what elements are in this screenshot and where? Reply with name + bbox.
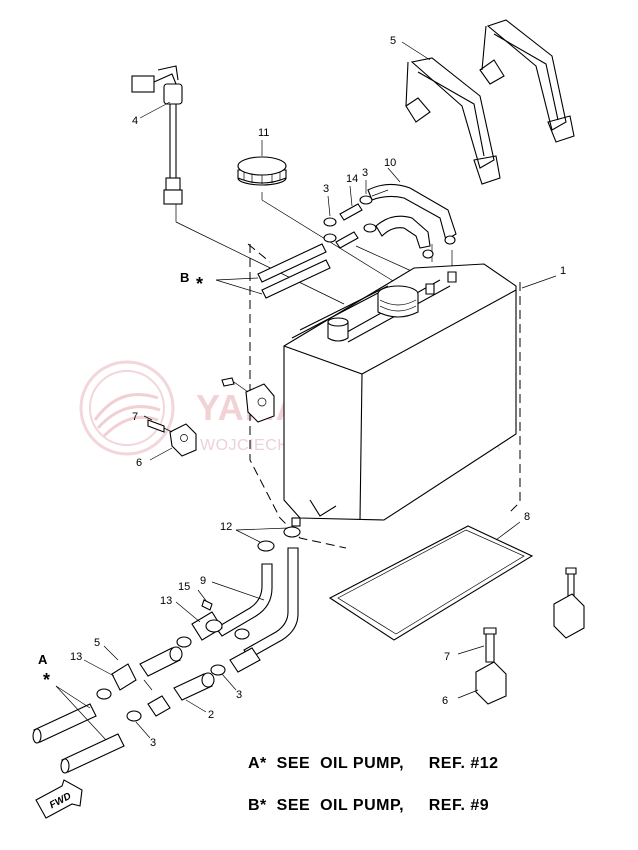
part-14-connector-pipe: 14 xyxy=(335,173,363,249)
watermark-logo-ring xyxy=(79,360,175,456)
callout-15: 15 xyxy=(178,581,190,593)
callout-7-left: 7 xyxy=(132,411,138,423)
callout-11: 11 xyxy=(258,127,269,139)
callout-13-lower: 13 xyxy=(70,651,82,663)
callout-5-lower: 5 xyxy=(94,637,100,649)
callout-13-upper: 13 xyxy=(160,595,172,607)
callout-7-right: 7 xyxy=(444,651,450,663)
callout-a-star: * xyxy=(43,670,51,690)
part-5-small-screws: 5 xyxy=(94,637,153,691)
part-10-breather-hoses: 10 xyxy=(367,157,457,249)
part-5-tank-straps: 5 xyxy=(390,19,575,185)
ref-a-oil-pipes: A * xyxy=(32,652,125,774)
part-6-bracket-right: 6 xyxy=(442,661,507,707)
part-7-screw-left: 7 xyxy=(132,411,173,433)
callout-14: 14 xyxy=(346,173,358,185)
part-3-hose-clips-lower: 3 3 xyxy=(96,628,250,749)
callout-8: 8 xyxy=(524,511,530,523)
callout-6-right: 6 xyxy=(442,695,448,707)
callout-b: B xyxy=(180,270,190,285)
ref-b-oil-pipes: B * xyxy=(180,243,331,299)
part-8-rubber-pad: 8 xyxy=(328,511,534,641)
callout-b-star: * xyxy=(196,274,204,294)
callout-6-left: 6 xyxy=(136,457,142,469)
part-11-filler-cap: 11 xyxy=(237,127,287,186)
part-12-outlet-clips: 12 xyxy=(220,517,301,552)
part-7-screw-right: 7 xyxy=(444,627,497,663)
part-13-fitting-upper: 13 xyxy=(160,595,223,641)
watermark-logo-inner xyxy=(89,370,165,446)
callout-2: 2 xyxy=(208,709,214,721)
part-9-feed-hoses: 9 xyxy=(200,547,299,659)
callout-a: A xyxy=(38,652,48,667)
part-3-hose-clips-upper: 3 3 xyxy=(323,167,456,259)
part-15-screw: 15 xyxy=(178,581,213,611)
reference-note-b: B* SEE OIL PUMP, REF. #9 xyxy=(248,797,489,814)
part-2-check-valves: 2 xyxy=(139,646,261,721)
fwd-arrow-icon: FWD xyxy=(35,779,83,819)
part-4-level-sensor: 4 xyxy=(131,65,183,205)
callout-1: 1 xyxy=(560,265,566,277)
part-1-oil-tank: 1 xyxy=(247,243,566,549)
callout-10: 10 xyxy=(384,157,396,169)
callout-4: 4 xyxy=(132,115,138,127)
callout-5: 5 xyxy=(390,35,396,47)
reference-note-a: A* SEE OIL PUMP, REF. #12 xyxy=(248,755,499,772)
part-6-bracket-left: 6 xyxy=(136,377,275,469)
callout-9: 9 xyxy=(200,575,206,587)
callout-3-upper-right: 3 xyxy=(362,167,368,179)
part-bracket-right-upper xyxy=(553,567,585,639)
callout-3-upper-left: 3 xyxy=(323,183,329,195)
callout-3-lower-left: 3 xyxy=(150,737,156,749)
callout-12: 12 xyxy=(220,521,232,533)
part-13-fitting-lower: 13 xyxy=(70,651,171,717)
callout-3-lower-right: 3 xyxy=(236,689,242,701)
